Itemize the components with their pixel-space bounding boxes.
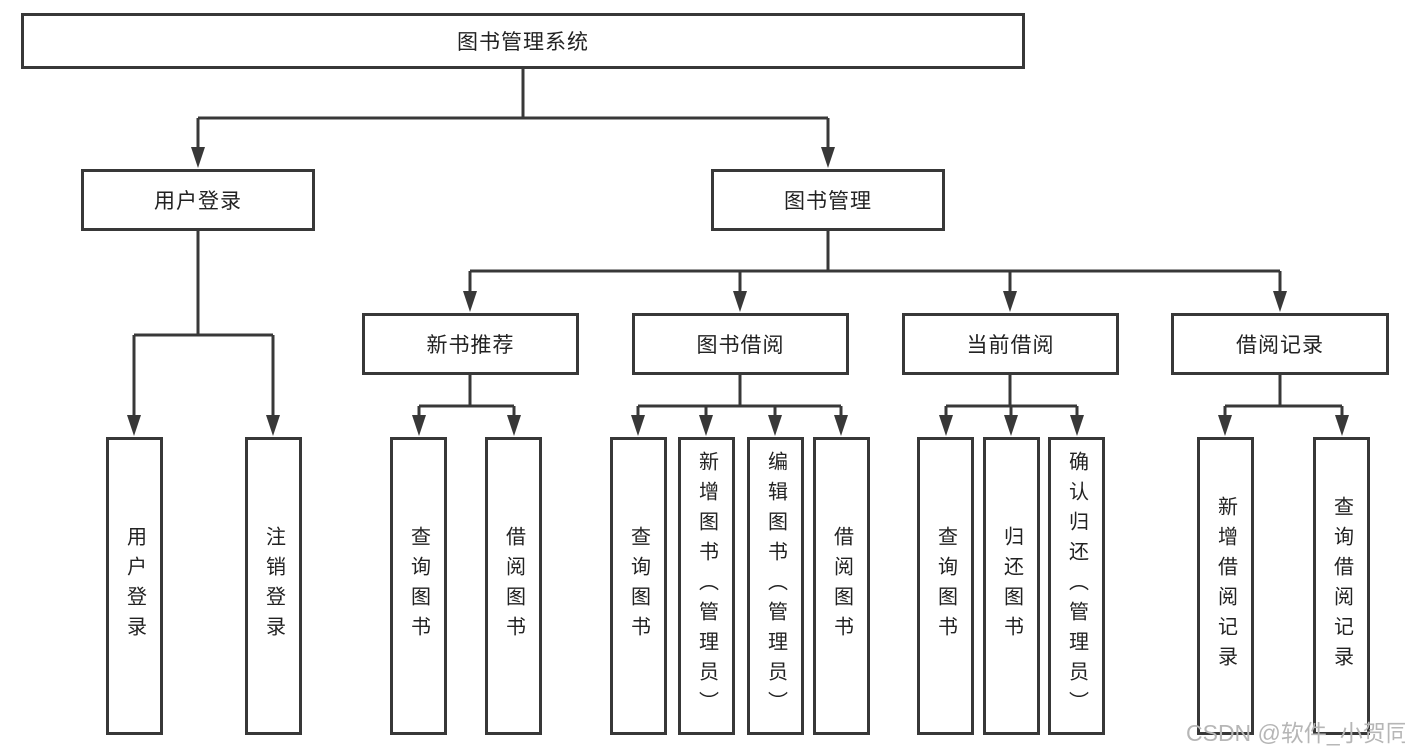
node-root: 图书管理系统: [21, 13, 1025, 69]
leaf-borrow-books-borrowing: 借阅图书: [813, 437, 870, 735]
leaf-return-book: 归还图书: [983, 437, 1040, 735]
node-book-management: 图书管理: [711, 169, 945, 231]
node-new-book-recommend: 新书推荐: [362, 313, 579, 375]
leaf-query-borrow-record: 查询借阅记录: [1313, 437, 1370, 735]
leaf-user-login: 用户登录: [106, 437, 163, 735]
node-user-login: 用户登录: [81, 169, 315, 231]
leaf-confirm-return-admin: 确认归还（管理员）: [1048, 437, 1105, 735]
node-borrowing-records: 借阅记录: [1171, 313, 1389, 375]
leaf-add-book-admin: 新增图书（管理员）: [678, 437, 735, 735]
leaf-borrow-books-recommend: 借阅图书: [485, 437, 542, 735]
node-current-borrowing: 当前借阅: [902, 313, 1119, 375]
leaf-query-books-recommend: 查询图书: [390, 437, 447, 735]
arrowheads: [127, 147, 1349, 436]
leaf-add-borrow-record: 新增借阅记录: [1197, 437, 1254, 735]
csdn-watermark: CSDN @软件_小贺同学: [1186, 720, 1405, 746]
leaf-edit-book-admin: 编辑图书（管理员）: [747, 437, 804, 735]
leaf-query-books-current: 查询图书: [917, 437, 974, 735]
leaf-logout: 注销登录: [245, 437, 302, 735]
leaf-query-books-borrowing: 查询图书: [610, 437, 667, 735]
node-book-borrowing: 图书借阅: [632, 313, 849, 375]
